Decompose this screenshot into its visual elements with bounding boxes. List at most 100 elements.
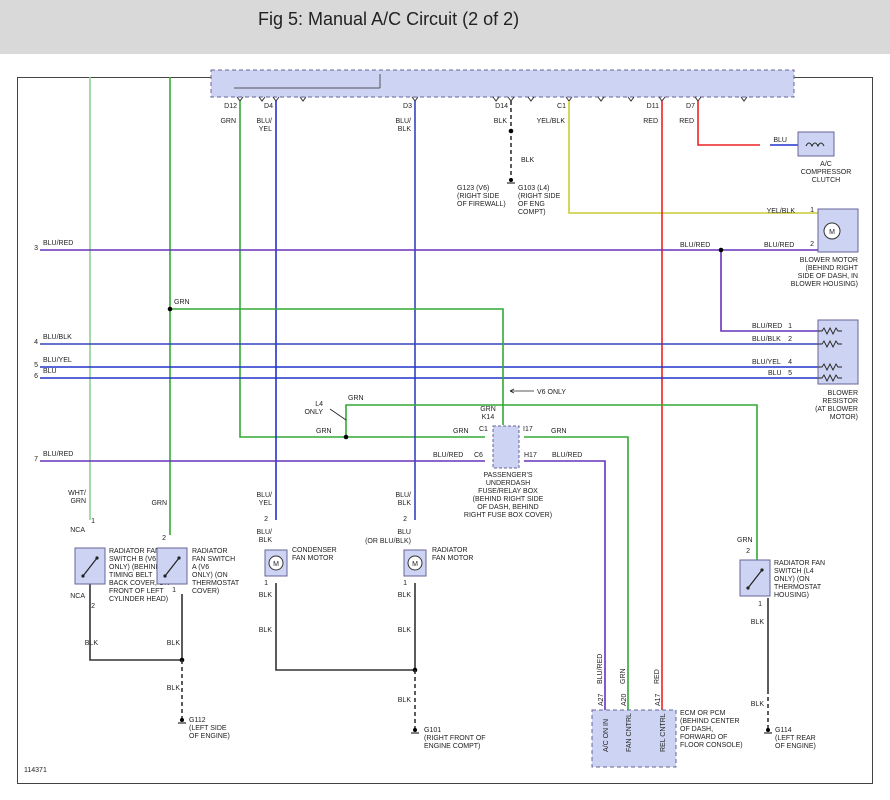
radiator-fan-switch-b — [74, 547, 106, 585]
splice-blower — [718, 247, 724, 253]
top-pin-C1: C1 — [557, 103, 566, 110]
wire-label: BLK — [167, 640, 181, 647]
top-pin-D4: D4 — [264, 103, 273, 110]
figure-header: Fig 5: Manual A/C Circuit (2 of 2) — [0, 0, 890, 54]
pin-connector — [411, 96, 419, 102]
wire-label-wht-grn: WHT/ — [68, 490, 86, 497]
radiator-fan-switch-b-contact — [82, 557, 98, 577]
nca-label: NCA — [70, 593, 85, 600]
pin-label: C6 — [474, 452, 483, 459]
wire-grn-d12 — [239, 101, 485, 438]
fuse-box-label: OF DASH, BEHIND — [477, 504, 538, 511]
wire-label: BLK — [398, 500, 412, 507]
wire-label: BLK — [85, 640, 99, 647]
top-pin-D14: D14 — [495, 103, 508, 110]
wire-label: GRN — [348, 395, 364, 402]
top-wire-label: BLU/ — [256, 118, 272, 125]
ecm-wire-label: GRN — [620, 668, 627, 684]
wire-label: BLU/ — [256, 529, 272, 536]
splice-l4 — [343, 434, 349, 440]
wire-grn-fuse — [170, 308, 504, 425]
top-wire-label: YEL — [259, 126, 272, 133]
splice-grn — [167, 306, 173, 312]
top-wire-label: BLK — [494, 118, 508, 125]
wire-red-d7 — [697, 101, 760, 146]
rad-switch-l4-label: THERMOSTAT — [774, 584, 822, 591]
rad-switch-l4-label: SWITCH (L4 — [774, 568, 814, 575]
wire-label: GRN — [174, 299, 190, 306]
pin-num: 2 — [264, 516, 268, 523]
pin-connector — [527, 96, 535, 102]
wire-label-wht-grn: GRN — [70, 498, 86, 505]
rad-switch-a-label: A (V6 — [192, 564, 209, 571]
ground-label-g101: ENGINE COMPT) — [424, 743, 480, 750]
condenser-fan-motor-coil — [268, 555, 284, 571]
blower-motor-label: BLOWER MOTOR — [800, 257, 858, 264]
figure-id: 114371 — [24, 767, 47, 774]
ecm-label: FORWARD OF — [680, 734, 727, 741]
top-wire-label: GRN — [220, 118, 236, 125]
wire-label: BLU/RED — [764, 242, 794, 249]
pin-connector — [627, 96, 635, 102]
blower-resistor-label: MOTOR) — [830, 414, 858, 421]
rad-switch-l4-label: ONLY) (ON — [774, 576, 810, 583]
radiator-fan-switch-b-pole — [95, 556, 99, 560]
pin-num: 1 — [788, 323, 792, 330]
resistor-element — [818, 373, 842, 383]
wire-label: BLU — [397, 529, 411, 536]
radiator-fan-switch-a — [156, 547, 188, 585]
fuse-box-label: PASSENGER'S — [483, 472, 532, 479]
ground-label-g112: G112 — [189, 717, 206, 724]
left-wire-num: 5 — [34, 362, 38, 369]
pin-connector — [694, 96, 702, 102]
ecm-pin-A27: A27 — [598, 693, 605, 706]
pin-connector — [565, 96, 573, 102]
rad-switch-a-label: COVER) — [192, 588, 219, 595]
ecm-wire-label: BLU/RED — [597, 654, 604, 684]
pin-num: 1 — [758, 601, 762, 608]
pin-num: 1 — [91, 518, 95, 525]
ecm-pin-A20: A20 — [621, 693, 628, 706]
fuse-box-label: (BEHIND RIGHT SIDE — [473, 496, 544, 503]
blower-resistor-label: (AT BLOWER — [815, 406, 858, 413]
rad-switch-l4-label: RADIATOR FAN — [774, 560, 825, 567]
note-l4-only: L4 — [315, 401, 323, 408]
radiator-fan-motor-coil — [407, 555, 423, 571]
ground-label-g123: G123 (V6) — [457, 185, 489, 192]
ground-label-g114: (LEFT REAR — [775, 735, 816, 742]
ground-label-g123: OF FIREWALL) — [457, 201, 506, 208]
left-wire-label: BLU/RED — [43, 240, 73, 247]
rad-switch-b-label: FRONT OF LEFT — [109, 588, 164, 595]
ground-label-g112: (LEFT SIDE — [189, 725, 227, 732]
pin-num: 5 — [788, 370, 792, 377]
pin-label: I17 — [523, 426, 533, 433]
rad-switch-l4-label: HOUSING) — [774, 592, 809, 599]
blower-resistor-label: RESISTOR — [822, 398, 858, 405]
nca-label: NCA — [70, 527, 85, 534]
top-pin-D12: D12 — [224, 103, 237, 110]
pin-connector — [299, 96, 307, 102]
figure-title: Fig 5: Manual A/C Circuit (2 of 2) — [258, 9, 520, 29]
blower-motor-coil — [823, 222, 841, 240]
pin-num: 2 — [788, 336, 792, 343]
top-pin-D7: D7 — [686, 103, 695, 110]
rad-switch-b-label: TIMING BELT — [109, 572, 153, 579]
ac-clutch-label: A/C — [820, 161, 832, 168]
ecm-label: (BEHIND CENTER — [680, 718, 740, 725]
radiator-fan-motor-m-label: M — [412, 561, 418, 568]
wire-label: BLK — [521, 157, 535, 164]
condenser-fan-motor-m-label: M — [273, 561, 279, 568]
wire-label: BLU — [768, 370, 782, 377]
wire-blu-red-resistor — [720, 250, 818, 332]
ground-label-g103: G103 (L4) — [518, 185, 550, 192]
condenser-label: FAN MOTOR — [292, 555, 333, 562]
wire-label: BLK — [751, 701, 765, 708]
ground-label-g114: OF ENGINE) — [775, 743, 816, 750]
fuse-box-label: FUSE/RELAY BOX — [478, 488, 538, 495]
pin-connector — [236, 96, 244, 102]
blower-resistor-label: BLOWER — [828, 390, 858, 397]
radiator-fan-switch-l4-pole — [760, 568, 764, 572]
wire-label: BLK — [398, 627, 412, 634]
pin-connector — [740, 96, 748, 102]
top-pin-D3: D3 — [403, 103, 412, 110]
